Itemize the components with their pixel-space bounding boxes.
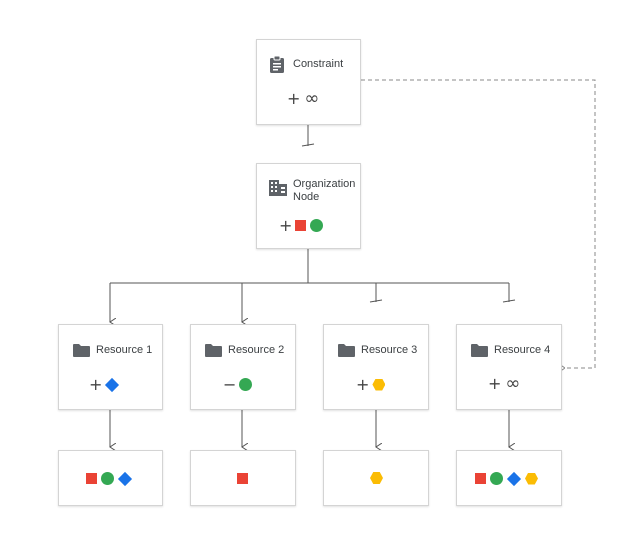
- org-operator: +: [279, 216, 293, 235]
- to-resource4-stop: [502, 299, 516, 303]
- red-square-icon: [475, 473, 486, 484]
- red-square-icon: [86, 473, 97, 484]
- blue-diamond-icon: [117, 471, 133, 486]
- resource-label: Resource 3: [361, 344, 418, 356]
- folder-icon: [205, 344, 222, 357]
- resource-operator: −: [223, 375, 237, 394]
- resource-3-result: [323, 450, 429, 506]
- folder-icon: [471, 344, 488, 357]
- constraint-card: Constraint + ∞: [256, 39, 361, 125]
- green-circle-icon: [101, 472, 114, 485]
- resource-2-card: Resource 2 −: [190, 324, 296, 410]
- constraint-operator: +: [287, 89, 301, 108]
- folder-icon: [73, 344, 90, 357]
- constraint-to-resource4-dashed: [361, 79, 596, 368]
- red-square-icon: [295, 220, 307, 231]
- resource-label: Resource 1: [96, 344, 153, 356]
- folder-icon: [338, 344, 355, 357]
- red-square-icon: [237, 473, 248, 484]
- green-circle-icon: [490, 472, 503, 485]
- resource-operator: +: [356, 375, 370, 394]
- blue-diamond-icon: [105, 377, 120, 392]
- resource-label: Resource 2: [228, 344, 285, 356]
- yellow-hexagon-icon: [525, 472, 538, 485]
- organization-node-card: Organization Node +: [256, 163, 361, 249]
- resource-3-card: Resource 3 +: [323, 324, 429, 410]
- to-resource3-stop: [369, 299, 383, 303]
- resource-operator: +: [488, 374, 502, 393]
- infinity-symbol: ∞: [304, 88, 320, 109]
- yellow-hexagon-icon: [372, 378, 386, 391]
- resource-label: Resource 4: [494, 344, 551, 356]
- green-circle-icon: [239, 378, 253, 391]
- resource-4-result: [456, 450, 562, 506]
- resource-1-result: [58, 450, 163, 506]
- building-icon: [269, 180, 287, 196]
- clipboard-icon: [270, 55, 284, 73]
- resource-2-result: [190, 450, 296, 506]
- resource-1-card: Resource 1 +: [58, 324, 163, 410]
- yellow-hexagon-icon: [370, 472, 383, 484]
- infinity-symbol: ∞: [505, 373, 521, 394]
- resource-operator: +: [89, 375, 103, 394]
- green-circle-icon: [310, 219, 324, 232]
- blue-diamond-icon: [506, 471, 522, 486]
- constraint-label: Constraint: [293, 58, 344, 70]
- resource-4-card: Resource 4 + ∞: [456, 324, 562, 410]
- constraint-to-org-stop: [301, 143, 315, 147]
- organization-label: Organization Node: [293, 178, 356, 203]
